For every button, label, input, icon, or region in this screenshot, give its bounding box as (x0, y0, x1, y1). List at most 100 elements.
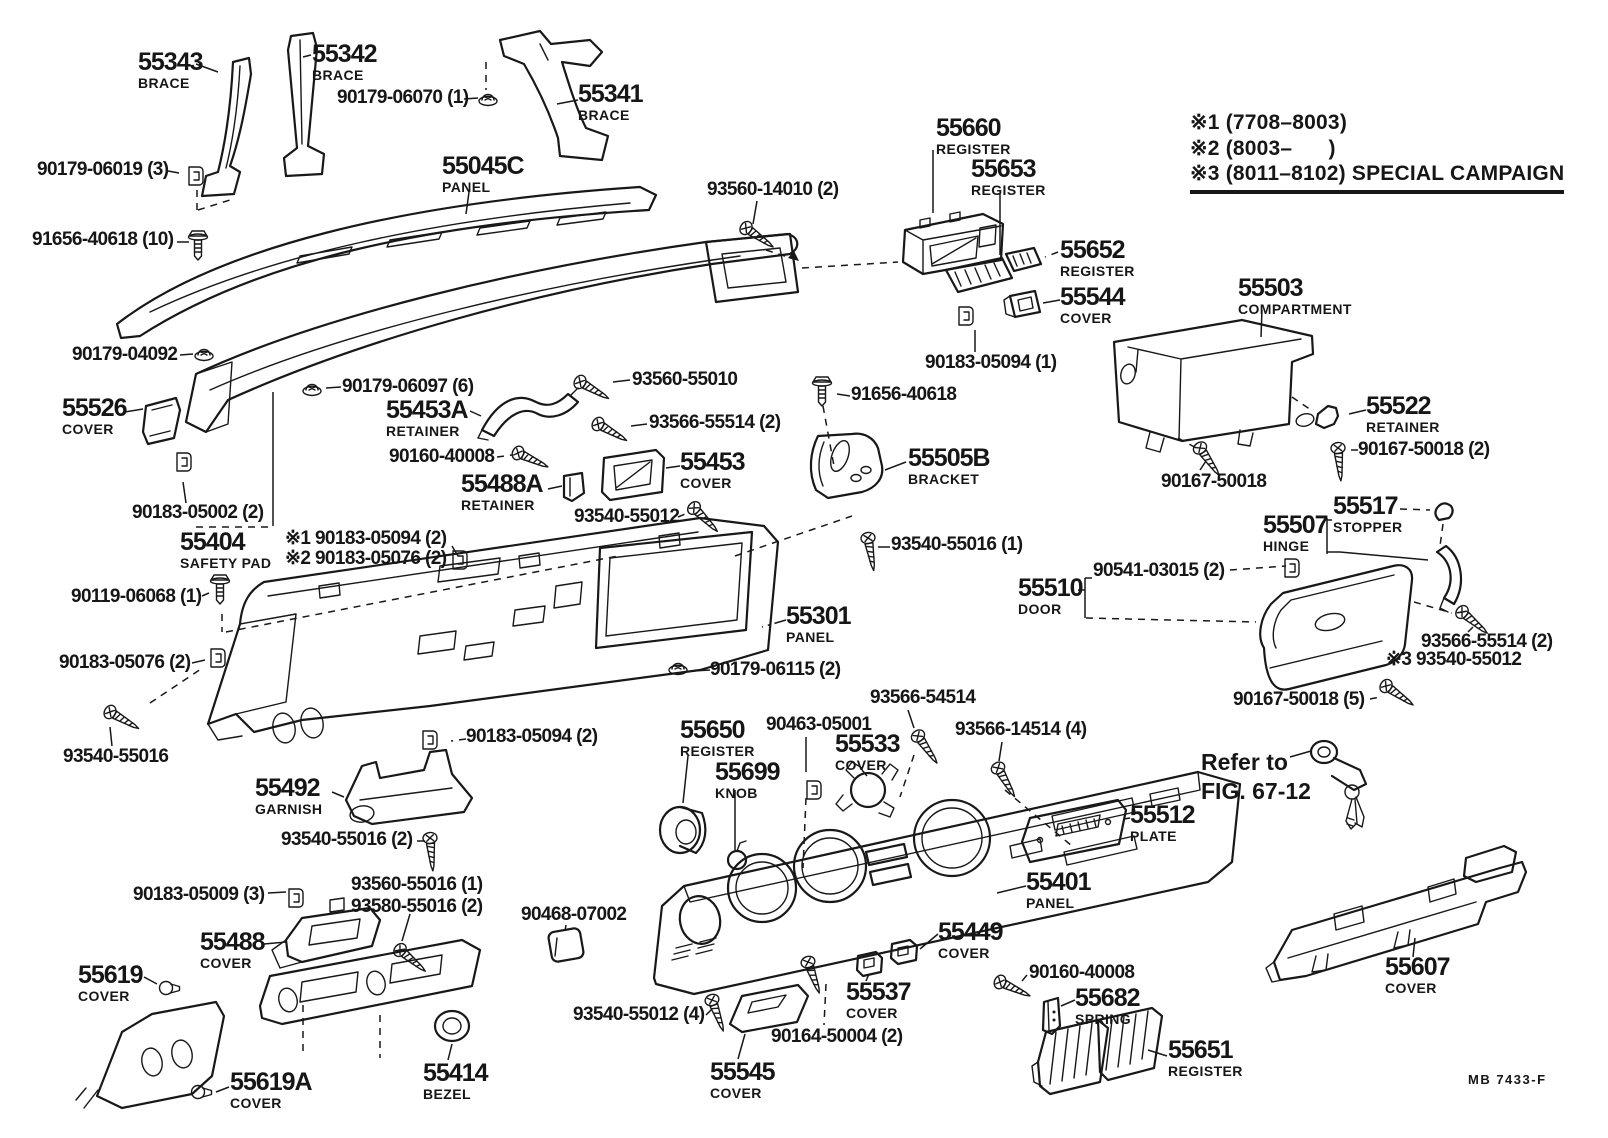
part-number: 55449 (938, 918, 1004, 946)
part-descriptor: STOPPER (1333, 519, 1403, 535)
part-number: 55505B (908, 444, 991, 472)
garnish-strip (258, 938, 482, 1026)
fastener-label-93560-14010 (2): 93560-14010 (2) (707, 179, 839, 200)
part-descriptor: REGISTER (936, 141, 1011, 157)
part-descriptor: REGISTER (680, 743, 755, 759)
part-descriptor: BRACE (138, 75, 190, 91)
part-number: 55507 (1263, 511, 1329, 539)
fastener-label-93566-55514 (2): 93566-55514 (2) (649, 412, 781, 433)
part-number: 55453A (386, 396, 469, 424)
part-descriptor: BRACE (312, 67, 364, 83)
part-descriptor: COVER (230, 1095, 282, 1111)
cover-55545 (728, 983, 810, 1034)
fastener-label-90183-05009 (3): 90183-05009 (3) (133, 884, 265, 905)
fastener-label-※2 90183-05076 (2): ※2 90183-05076 (2) (285, 548, 447, 569)
fastener-label-93540-55016: 93540-55016 (63, 746, 169, 767)
fastener-label-90167-50018: 90167-50018 (1161, 471, 1267, 492)
part-descriptor: COVER (835, 757, 887, 773)
fastener-label-93560-55010: 93560-55010 (632, 369, 738, 390)
part-number: 55607 (1385, 953, 1451, 981)
cover-55453 (600, 448, 666, 502)
fastener-label-90183-05002 (2): 90183-05002 (2) (132, 502, 264, 523)
part-number: 55503 (1238, 274, 1304, 302)
fastener-label-90541-03015 (2): 90541-03015 (2) (1093, 560, 1225, 581)
figure-reference-line1: Refer to (1201, 749, 1288, 775)
part-number: 55343 (138, 48, 204, 76)
fastener-label-※3 93540-55012: ※3 93540-55012 (1386, 649, 1522, 670)
part-descriptor: REGISTER (1168, 1063, 1243, 1079)
register-55653 (944, 256, 1014, 294)
part-number: 55533 (835, 730, 901, 758)
fastener-label-※1 90183-05094 (2): ※1 90183-05094 (2) (285, 528, 447, 549)
fastener-label-90160-40008: 90160-40008 (389, 446, 495, 467)
part-descriptor: KNOB (715, 785, 758, 801)
knob-55699 (726, 840, 748, 871)
part-descriptor: RETAINER (461, 497, 535, 513)
part-number: 55404 (180, 528, 246, 556)
fastener-label-93566-14514 (4): 93566-14514 (4) (955, 719, 1087, 740)
part-descriptor: COVER (78, 988, 130, 1004)
part-number: 55301 (786, 602, 852, 630)
defroster-panel-55045c (115, 185, 658, 340)
cover-55544 (1003, 289, 1042, 319)
bracket-55505b (809, 432, 884, 500)
fastener-label-90160-40008: 90160-40008 (1029, 962, 1135, 983)
brace-55343 (200, 56, 253, 198)
part-number: 55488 (200, 928, 266, 956)
part-number: 55453 (680, 448, 746, 476)
hinge-55507 (1435, 544, 1462, 613)
fastener-label-90183-05094 (2): 90183-05094 (2) (466, 726, 598, 747)
plate-55512 (1020, 798, 1128, 864)
part-number: 55414 (423, 1059, 489, 1087)
cover-55449 (889, 938, 919, 966)
part-descriptor: PANEL (442, 179, 491, 195)
brace-55342 (282, 31, 326, 178)
part-number: 55341 (578, 80, 644, 108)
part-number: 55537 (846, 978, 912, 1006)
brace-55341 (498, 29, 610, 162)
retainer-55453a (477, 387, 580, 441)
corner-panel (75, 1000, 226, 1110)
part-number: 55699 (715, 758, 781, 786)
part-number: 55660 (936, 114, 1002, 142)
part-descriptor: SAFETY PAD (180, 555, 272, 571)
drawing-code: MB 7433-F (1468, 1072, 1547, 1087)
part-number: 55045C (442, 152, 525, 180)
note-line-1: ※1 (7708–8003) (1190, 111, 1348, 134)
part-number: 55526 (62, 394, 128, 422)
part-number: 55512 (1130, 801, 1196, 829)
fastener-label-91656-40618 (10): 91656-40618 (10) (32, 229, 174, 250)
part-number: 55544 (1060, 283, 1126, 311)
register-55650 (658, 805, 707, 855)
part-descriptor: RETAINER (1366, 419, 1440, 435)
part-number: 55522 (1366, 392, 1432, 420)
part-descriptor: SPRING (1075, 1011, 1132, 1027)
part-descriptor: BRACKET (908, 471, 980, 487)
part-descriptor: BEZEL (423, 1086, 471, 1102)
fastener-label-90183-05076 (2): 90183-05076 (2) (59, 652, 191, 673)
cover-55488 (271, 897, 382, 969)
part-number: 55342 (312, 40, 378, 68)
figure-reference-note: Refer to FIG. 67-12 (1201, 748, 1311, 806)
part-number: 55517 (1333, 492, 1399, 520)
cover-55607 (1265, 844, 1528, 983)
